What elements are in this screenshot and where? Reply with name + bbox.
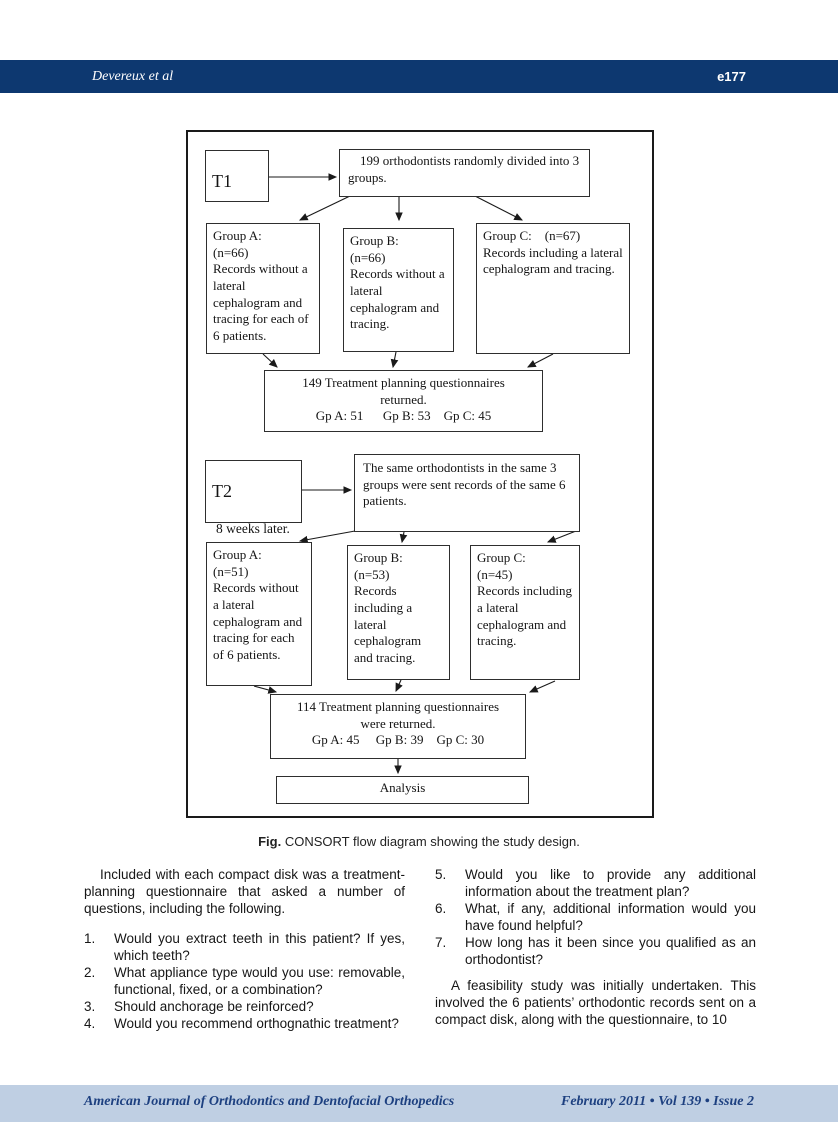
t2-returned-box: 114 Treatment planning questionnaires we… bbox=[270, 694, 526, 759]
page-number: e177 bbox=[717, 69, 746, 84]
left-column: Included with each compact disk was a tr… bbox=[84, 866, 405, 1032]
list-item: 1. Would you extract teeth in this patie… bbox=[84, 930, 405, 964]
list-item: 7. How long has it been since you qualif… bbox=[435, 934, 756, 968]
list-item-text: Should anchorage be reinforced? bbox=[114, 999, 314, 1014]
page-footer-bar: American Journal of Orthodontics and Den… bbox=[0, 1085, 838, 1122]
t2-group-a-box: Group A: (n=51) Records without a latera… bbox=[206, 542, 312, 686]
list-item-text: Would you recommend orthognathic treatme… bbox=[114, 1016, 399, 1031]
t1-group-a-box: Group A: (n=66) Records without a latera… bbox=[206, 223, 320, 354]
t2-sublabel: 8 weeks later. bbox=[216, 521, 290, 537]
consort-flow-diagram: T1 199 orthodontists randomly divided in… bbox=[186, 130, 654, 818]
figure-caption-label: Fig. bbox=[258, 834, 282, 849]
list-item: 4. Would you recommend orthognathic trea… bbox=[84, 1015, 405, 1032]
t1-box: T1 bbox=[205, 150, 269, 202]
t1-returned-box: 149 Treatment planning questionnaires re… bbox=[264, 370, 543, 432]
list-item-number: 7. bbox=[435, 935, 447, 950]
t2-group-c-box: Group C: (n=45) Records including a late… bbox=[470, 545, 580, 680]
list-item-number: 1. bbox=[84, 931, 96, 946]
t2-records-box: The same orthodontists in the same 3 gro… bbox=[354, 454, 580, 532]
right-column: 5. Would you like to provide any additio… bbox=[435, 866, 756, 1032]
list-item: 6. What, if any, additional information … bbox=[435, 900, 756, 934]
paragraph-intro: Included with each compact disk was a tr… bbox=[84, 867, 405, 916]
list-item-text: What, if any, additional information wou… bbox=[465, 901, 756, 933]
list-item: 3. Should anchorage be reinforced? bbox=[84, 998, 405, 1015]
t2-label: T2 bbox=[212, 480, 232, 501]
running-author: Devereux et al bbox=[92, 68, 174, 84]
list-item: 5. Would you like to provide any additio… bbox=[435, 866, 756, 900]
paragraph-feasibility: A feasibility study was initially undert… bbox=[435, 978, 756, 1027]
issue-info: February 2011 • Vol 139 • Issue 2 bbox=[561, 1094, 754, 1109]
body-text: Included with each compact disk was a tr… bbox=[84, 866, 756, 1032]
list-item-number: 6. bbox=[435, 901, 447, 916]
figure-caption: Fig. CONSORT flow diagram showing the st… bbox=[0, 834, 838, 849]
t1-label: T1 bbox=[212, 170, 232, 191]
figure-caption-text: CONSORT flow diagram showing the study d… bbox=[281, 834, 580, 849]
list-item-text: Would you extract teeth in this patient?… bbox=[114, 931, 405, 963]
list-item: 2. What appliance type would you use: re… bbox=[84, 964, 405, 998]
t1-group-c-box: Group C: (n=67) Records including a late… bbox=[476, 223, 630, 354]
randomization-box: 199 orthodontists randomly divided into … bbox=[339, 149, 590, 197]
analysis-box: Analysis bbox=[276, 776, 529, 804]
page-header-bar: Devereux et al e177 bbox=[0, 60, 838, 93]
list-item-number: 2. bbox=[84, 965, 96, 980]
diagram-arrows bbox=[253, 173, 577, 775]
question-list-right: 5. Would you like to provide any additio… bbox=[435, 866, 756, 968]
list-item-text: Would you like to provide any additional… bbox=[465, 867, 756, 899]
question-list-left: 1. Would you extract teeth in this patie… bbox=[84, 930, 405, 1032]
list-item-number: 5. bbox=[435, 867, 447, 882]
list-item-text: What appliance type would you use: remov… bbox=[114, 965, 405, 997]
t2-box: T2 8 weeks later. bbox=[205, 460, 302, 536]
t2-group-b-box: Group B: (n=53) Records including a late… bbox=[347, 545, 450, 680]
list-item-number: 3. bbox=[84, 999, 96, 1014]
list-item-text: How long has it been since you qualified… bbox=[465, 935, 756, 967]
t1-group-b-box: Group B: (n=66) Records without a latera… bbox=[343, 228, 454, 352]
journal-name: American Journal of Orthodontics and Den… bbox=[84, 1094, 455, 1109]
list-item-number: 4. bbox=[84, 1016, 96, 1031]
